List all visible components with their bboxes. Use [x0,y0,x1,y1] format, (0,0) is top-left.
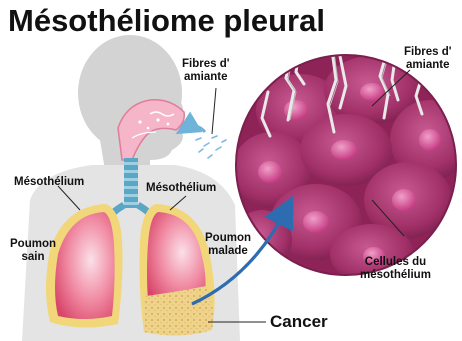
label-cancer: Cancer [270,312,328,332]
label-cellules-mesothelium: Cellules du mésothélium [360,256,431,282]
label-fibres-amiante-right: Fibres d' amiante [404,46,451,72]
page-title: Mésothéliome pleural [8,2,325,40]
inhaled-fibres [196,136,226,158]
label-poumon-malade: Poumon malade [205,232,251,258]
label-fibres-amiante-left: Fibres d' amiante [182,58,229,84]
label-poumon-sain: Poumon sain [10,238,56,264]
magnified-view [232,44,462,284]
inhale-arrow-icon [186,126,205,132]
label-mesothelium-left: Mésothélium [14,176,84,189]
label-mesothelium-right: Mésothélium [146,182,216,195]
